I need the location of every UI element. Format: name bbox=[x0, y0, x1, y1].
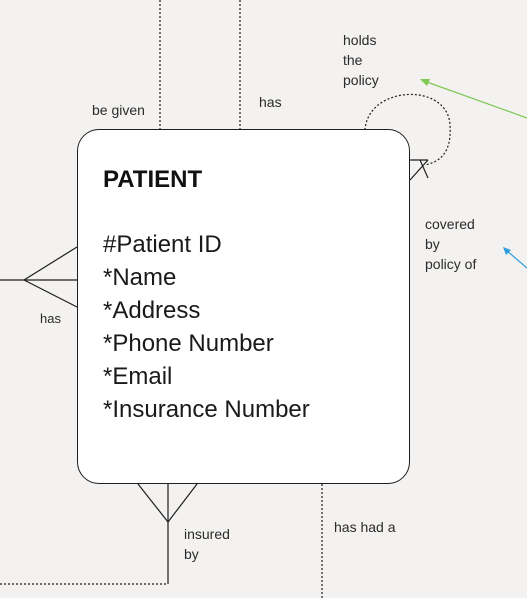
label-be-given: be given bbox=[92, 102, 145, 118]
has-left-crowfoot-a bbox=[23, 246, 78, 281]
label-has-top: has bbox=[259, 94, 282, 110]
attribute-phone-number: *Phone Number bbox=[103, 330, 274, 357]
has-left-crowfoot-b bbox=[23, 279, 78, 308]
insured-crowfoot-b bbox=[167, 483, 198, 523]
holds-policy-loop bbox=[364, 93, 451, 166]
label-holds-policy: holds the policy bbox=[343, 32, 379, 88]
attribute-name: *Name bbox=[103, 264, 177, 291]
attribute-insurance-number: *Insurance Number bbox=[103, 396, 310, 423]
attribute-patient-id: #Patient ID bbox=[103, 231, 222, 258]
green-arrow-line bbox=[423, 80, 527, 119]
label-has-left: has bbox=[40, 311, 61, 326]
holds-crowfoot-c bbox=[419, 159, 429, 179]
blue-arrow-head bbox=[503, 247, 511, 255]
label-covered-by: covered by policy of bbox=[425, 216, 477, 272]
label-has-had: has had a bbox=[334, 519, 396, 535]
label-insured-by: insured by bbox=[184, 526, 230, 562]
blue-arrow-line bbox=[505, 249, 527, 269]
holds-crowfoot-b bbox=[409, 159, 429, 181]
attribute-address: *Address bbox=[103, 297, 201, 324]
attribute-email: *Email bbox=[103, 363, 173, 390]
entity-title: PATIENT bbox=[103, 166, 203, 193]
insured-crowfoot-a bbox=[137, 483, 169, 523]
attribute-list: #Patient ID *Name *Address *Phone Number… bbox=[103, 228, 310, 426]
patient-entity[interactable]: PATIENT #Patient ID *Name *Address *Phon… bbox=[77, 129, 410, 484]
green-arrow-head bbox=[420, 79, 430, 86]
